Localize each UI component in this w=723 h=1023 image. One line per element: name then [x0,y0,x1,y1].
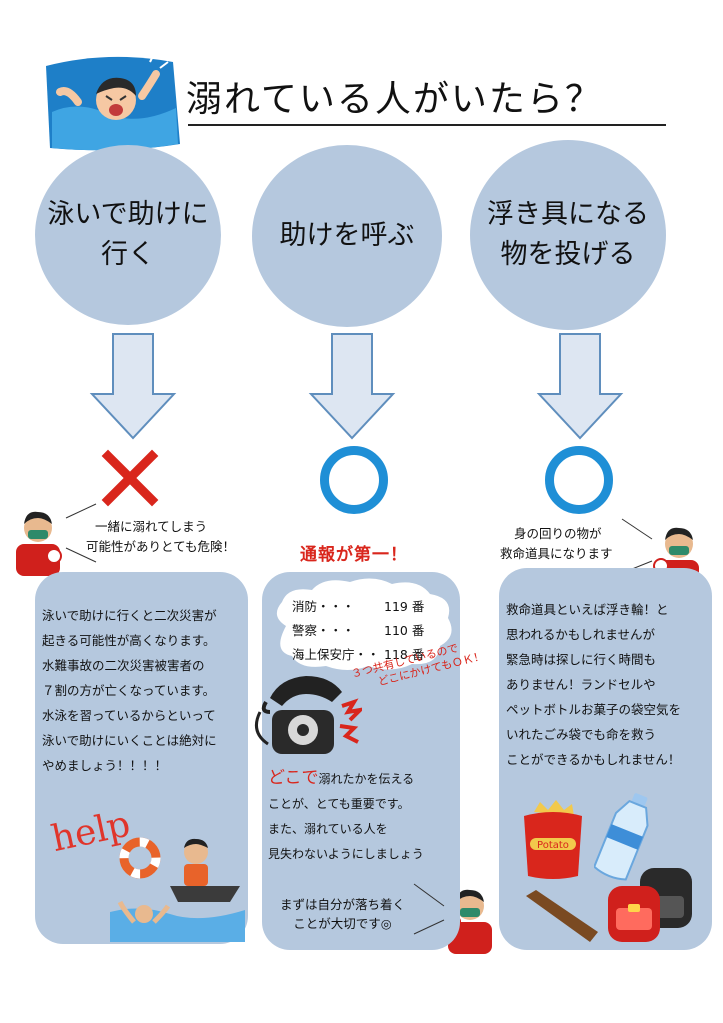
option-call-circle: 助けを呼ぶ [252,145,442,327]
doko-emphasis: どこで [268,768,319,788]
chips-label: Potato [537,840,569,851]
option-swim-line2: 行く [100,239,155,270]
number-label: 警察・・・ [292,623,355,638]
number-value: 119 番 [384,599,425,614]
number-value: 110 番 [384,623,425,638]
text-line: 緊急時は探しに行く時間も [506,652,657,667]
text-line: ことができるかもしれません！ [506,752,681,767]
page-title: 溺れている人がいたら？ [186,79,603,120]
chips-bag-icon: Potato [524,800,582,879]
rescue-scene-icon [110,837,245,942]
text-line: 水難事故の二次災害被害者の [42,658,205,673]
option-swim-circle: 泳いで助けに 行く [35,145,221,325]
calm-note: まずは自分が落ち着く ことが大切です◎ [280,895,405,933]
drowning-person-icon [46,53,180,151]
stick-icon [526,890,598,942]
title-underline [188,124,666,126]
text-line: 起きる可能性が高くなります。 [42,633,216,648]
circle-mark-icon [320,446,388,514]
text-line: また、溺れている人を [268,822,388,836]
telephone-icon [254,676,362,754]
option-swim-line1: 泳いで助けに [47,199,209,230]
text-line: 思われるかもしれませんが [506,627,656,642]
text-line: ペットボトルお菓子の袋空気を [506,702,682,717]
number-cloud [276,578,452,670]
call-caption: 通報が第一！ [300,545,408,565]
speech-lines [65,503,97,563]
throw-caption-line2: 救命道具になります [500,546,613,561]
text-line: ありません！ランドセルや [506,677,656,692]
text-line: 救命道具といえば浮き輪！と [506,602,669,617]
swim-panel [35,572,248,944]
number-label: 消防・・・ [292,599,355,614]
speech-lines [413,883,445,935]
number-row-coast-guard: 海上保安庁・・ [292,644,380,663]
call-panel-text: どこで溺れたかを伝える ことが、とても重要です。 また、溺れている人を 見失わな… [268,766,458,867]
number-label: 海上保安庁・・ [292,647,380,662]
text-line: いれたごみ袋でも命を救う [506,727,657,742]
plastic-bottle-icon [594,793,649,881]
calm-note-line1: まずは自分が落ち着く [280,897,406,912]
text-line: やめましょう！！！！ [42,758,168,773]
arrow-down-icon [536,333,624,440]
number-row-police: 警察・・・ [292,620,355,639]
swim-panel-text: 泳いで助けに行くと二次災害が 起きる可能性が高くなります。 水難事故の二次災害被… [42,603,246,778]
number-row-fire: 消防・・・ [292,596,355,615]
lifeguard-person-icon [16,511,62,576]
arrow-down-icon [89,333,177,440]
swim-caption-line1: 一緒に溺れてしまう [95,519,208,534]
throw-caption-line1: 身の回りの物が [514,526,602,541]
text-line: ７割の方が亡くなっています。 [42,683,216,698]
throw-panel-text: 救命道具といえば浮き輪！と 思われるかもしれませんが 緊急時は探しに行く時間も … [506,597,710,772]
text-line-rest: 溺れたかを伝える [318,772,415,786]
text-line: 見失わないようにしましょう [268,847,424,861]
calm-note-line2: ことが大切です◎ [293,916,392,931]
text-line: ことが、とても重要です。 [268,797,410,811]
number-value: 118 番 [384,647,425,662]
cross-mark-icon [101,449,159,507]
swim-caption-line2: 可能性がありとても危険！ [86,539,236,554]
text-line: 泳いで助けに行くと二次災害が [42,608,217,623]
arrow-down-icon [308,333,396,440]
option-throw-circle: 浮き具になる 物を投げる [470,140,666,330]
option-throw-line1: 浮き具になる [487,199,649,230]
text-line: 水泳を習っているからといって [42,708,216,723]
text-line: どこで溺れたかを伝える [268,766,458,792]
option-call-line1: 助けを呼ぶ [279,220,415,251]
option-throw-line2: 物を投げる [500,239,636,270]
school-bag-icon [608,868,692,942]
circle-mark-icon [545,446,613,514]
text-line: 泳いで助けにいくことは絶対に [42,733,217,748]
